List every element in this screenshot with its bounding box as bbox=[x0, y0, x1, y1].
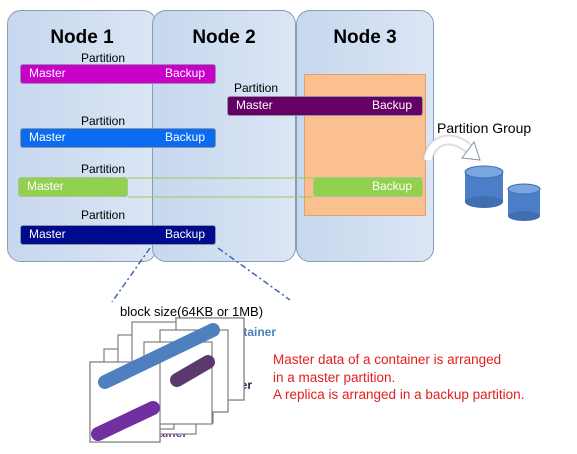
note-line-2: in a master partition. bbox=[273, 370, 396, 385]
container-bar-purple bbox=[91, 401, 160, 441]
partition-3-bar: Master Backup bbox=[20, 128, 216, 148]
leader-line-left bbox=[111, 247, 151, 303]
container-bar-blue bbox=[98, 323, 220, 389]
node-1-title: Node 1 bbox=[50, 27, 114, 48]
partition-3-label: Partition bbox=[81, 114, 126, 128]
node-3-title: Node 3 bbox=[333, 27, 397, 48]
partition-1-label: Partition bbox=[81, 51, 126, 65]
partition-5-label: Partition bbox=[81, 208, 126, 222]
partition-2-backup: Backup bbox=[371, 98, 412, 112]
partition-4-backup: Backup bbox=[371, 179, 412, 193]
partition-1-backup: Backup bbox=[164, 66, 205, 80]
partition-1-bar: Master Backup bbox=[20, 64, 216, 84]
partition-2-label: Partition bbox=[234, 81, 279, 95]
partition-4-master-bar: Master bbox=[18, 177, 128, 197]
note-line-3: A replica is arranged in a backup partit… bbox=[273, 387, 525, 402]
partition-4-backup-bar: Backup bbox=[313, 177, 423, 197]
partition-3-backup: Backup bbox=[164, 130, 205, 144]
block-size-label: block size(64KB or 1MB) bbox=[120, 304, 264, 319]
partition-group-arrow-icon bbox=[422, 134, 481, 162]
partition-5-bar: Master Backup bbox=[20, 225, 216, 245]
partition-4-label: Partition bbox=[81, 162, 126, 176]
node-2-title: Node 2 bbox=[192, 27, 256, 48]
note-line-1: Master data of a container is arranged bbox=[273, 352, 502, 367]
partition-group-label: Partition Group bbox=[437, 120, 532, 136]
container-bar-dark-purple bbox=[170, 355, 215, 387]
partition-4-master: Master bbox=[27, 179, 64, 193]
partition-1-master: Master bbox=[29, 66, 66, 80]
partition-2-master: Master bbox=[236, 98, 273, 112]
partition-5-master: Master bbox=[29, 227, 66, 241]
partition-2-bar: Master Backup bbox=[227, 96, 423, 116]
partition-5-backup: Backup bbox=[164, 227, 205, 241]
leader-line-right bbox=[217, 247, 291, 301]
database-icon bbox=[464, 165, 541, 221]
partition-3-master: Master bbox=[29, 130, 66, 144]
